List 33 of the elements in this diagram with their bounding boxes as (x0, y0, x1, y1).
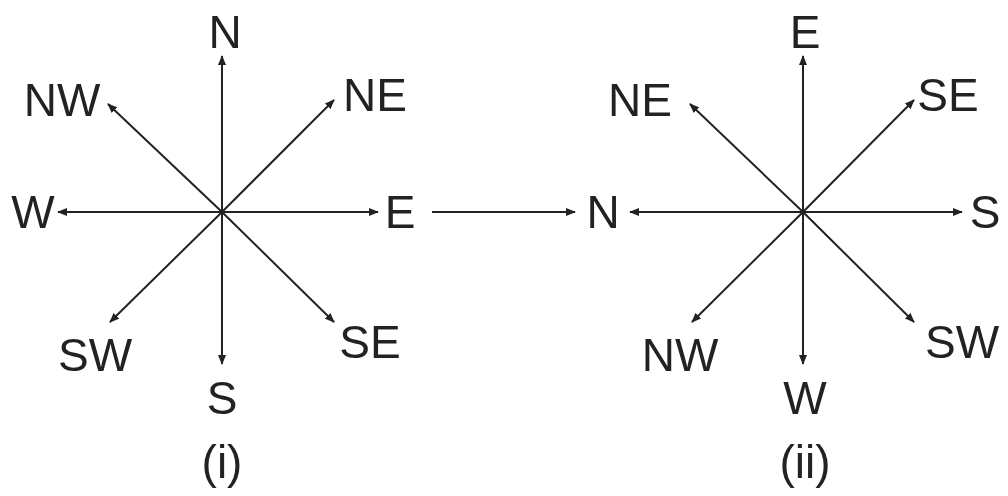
arrow (802, 208, 963, 216)
direction-label: W (11, 189, 55, 235)
direction-label: NE (608, 77, 672, 123)
arrow (107, 103, 223, 213)
arrow (221, 99, 335, 213)
arrow (221, 211, 335, 323)
arrow (218, 211, 226, 365)
direction-label: S (969, 189, 1001, 235)
direction-label: SW (924, 319, 1000, 365)
arrow (57, 208, 223, 216)
arrow (802, 99, 915, 213)
direction-label: E (789, 9, 821, 55)
arrow (799, 55, 807, 213)
arrow (691, 211, 804, 323)
arrow (109, 211, 223, 323)
direction-label: NE (343, 72, 407, 118)
direction-label: S (206, 375, 238, 421)
arrow (221, 208, 379, 216)
direction-label: E (384, 189, 416, 235)
direction-label: N (208, 9, 242, 55)
direction-label: SE (917, 72, 979, 118)
direction-label: SW (57, 332, 133, 378)
arrow (799, 211, 807, 365)
arrow (802, 211, 915, 323)
arrow (629, 208, 804, 216)
arrow (431, 208, 576, 216)
direction-label: W (783, 375, 827, 421)
direction-label: N (586, 189, 620, 235)
direction-label: NW (23, 77, 101, 123)
direction-label: SE (339, 319, 401, 365)
arrow (689, 103, 804, 213)
arrow (218, 55, 226, 213)
direction-label: NW (641, 332, 719, 378)
